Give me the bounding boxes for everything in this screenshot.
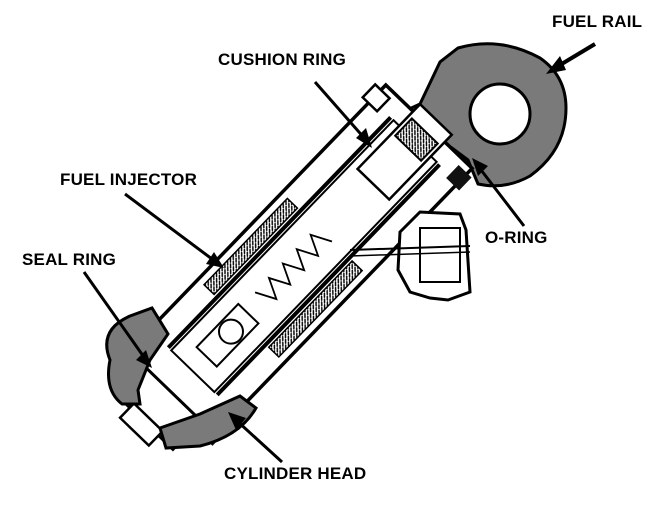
leader-cylinder-head <box>228 412 284 464</box>
leader-fuel-rail <box>546 42 597 74</box>
label-fuel-rail: FUEL RAIL <box>552 12 643 31</box>
cylinder-head-shape <box>105 306 258 450</box>
leader-o-ring <box>472 158 526 227</box>
label-fuel-injector: FUEL INJECTOR <box>60 170 198 189</box>
leader-cushion-ring <box>313 81 372 148</box>
leader-seal-ring <box>82 271 152 368</box>
label-cushion-ring: CUSHION RING <box>218 50 347 69</box>
fuel-rail-shape <box>364 42 568 188</box>
connector-housing <box>349 210 472 302</box>
label-seal-ring: SEAL RING <box>22 250 117 269</box>
label-cylinder-head: CYLINDER HEAD <box>224 464 367 483</box>
leader-fuel-injector <box>124 192 224 268</box>
label-o-ring: O-RING <box>485 228 548 247</box>
injector-body <box>113 82 475 452</box>
